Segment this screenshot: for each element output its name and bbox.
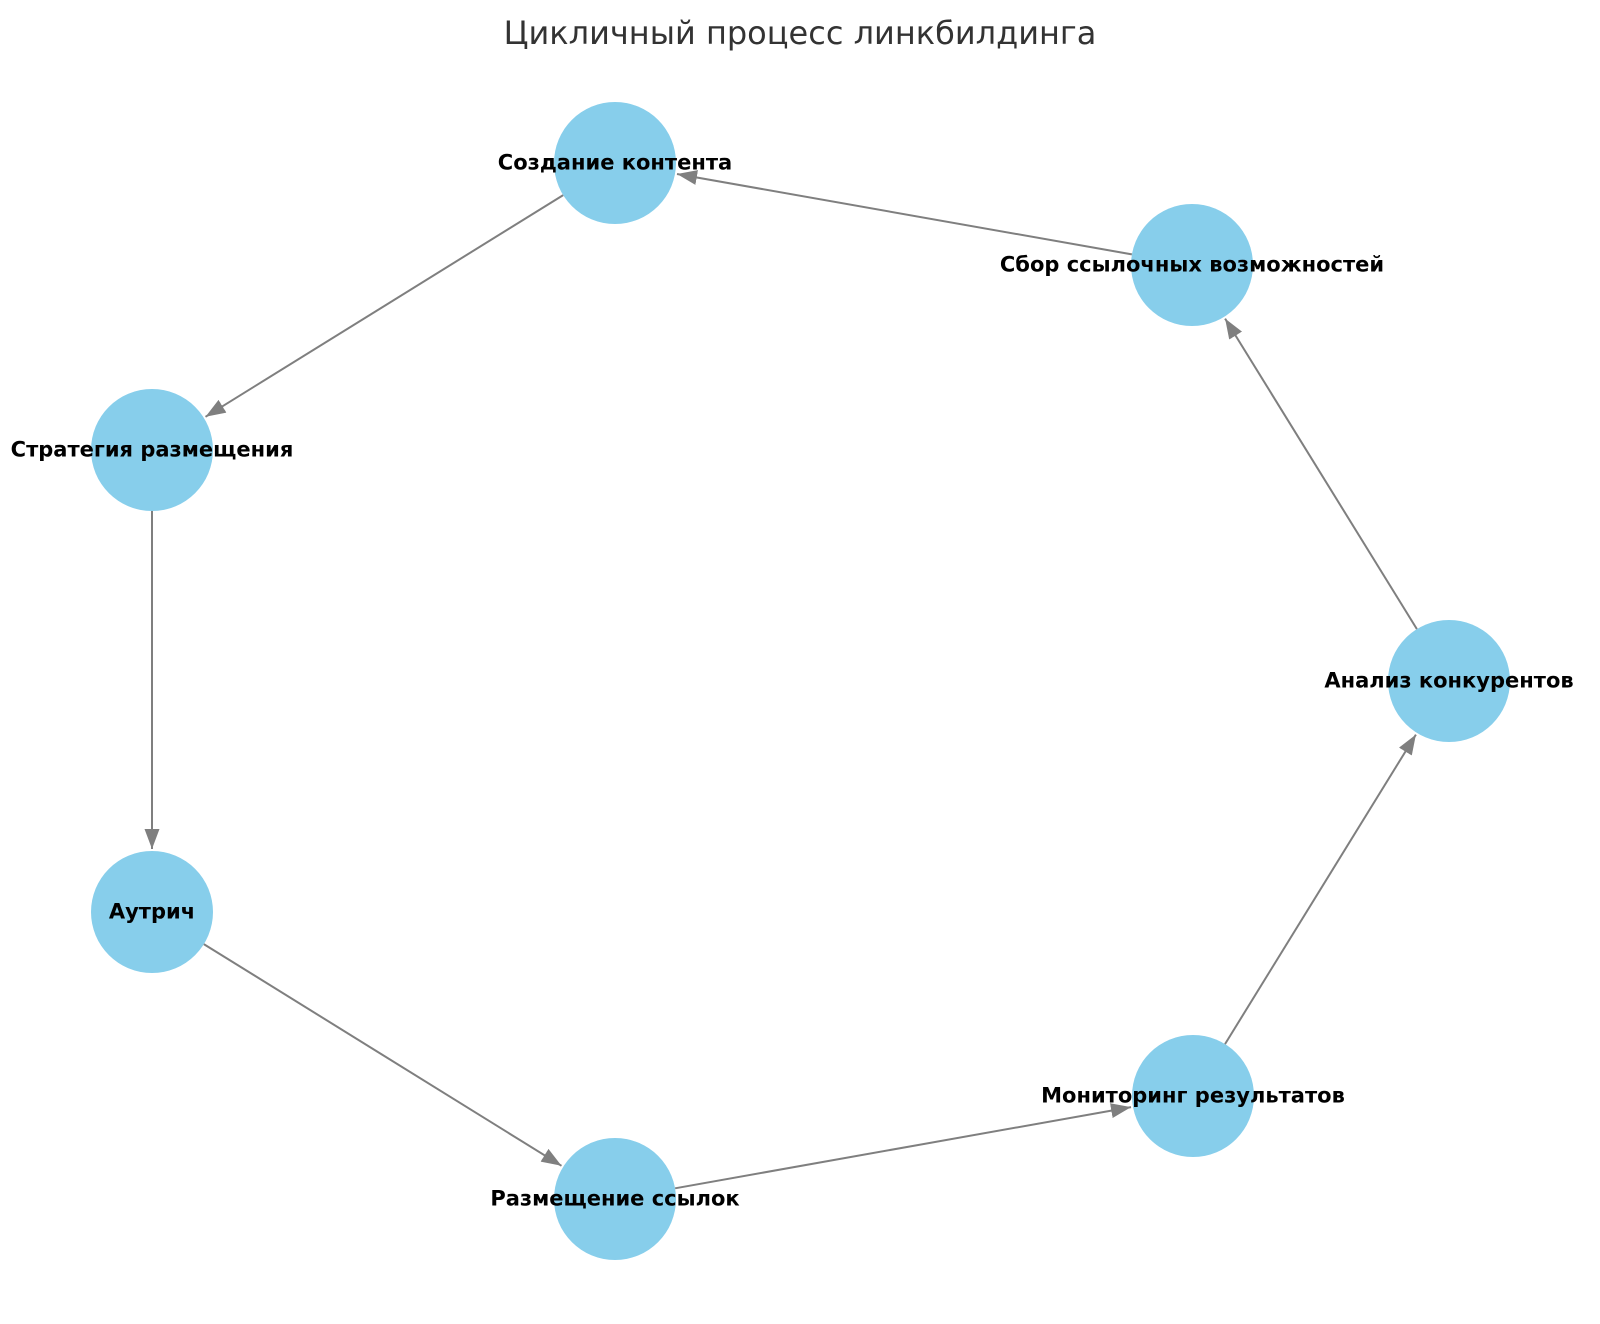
node-label-results-monitoring: Мониторинг результатов	[1041, 1083, 1345, 1108]
node-label-competitor-analysis: Анализ конкурентов	[1324, 668, 1574, 693]
edge-link-opportunities-to-content-creation	[676, 170, 1133, 256]
edge-link-placement-to-results-monitoring	[674, 1103, 1132, 1190]
node-placement-strategy	[91, 389, 213, 511]
node-results-monitoring	[1132, 1035, 1254, 1157]
node-label-link-placement: Размещение ссылок	[490, 1186, 740, 1211]
node-link-opportunities	[1131, 204, 1253, 326]
node-content-creation	[554, 102, 676, 224]
edge-competitor-analysis-to-link-opportunities	[1224, 318, 1418, 630]
edge-results-monitoring-to-competitor-analysis	[1224, 734, 1417, 1045]
node-link-placement	[554, 1138, 676, 1260]
edge-content-creation-to-placement-strategy	[204, 194, 564, 418]
diagram-title: Цикличный процесс линкбилдинга	[503, 14, 1097, 52]
node-label-outreach: Аутрич	[108, 899, 196, 924]
node-label-placement-strategy: Стратегия размещения	[10, 437, 294, 462]
node-outreach	[91, 851, 213, 973]
node-label-content-creation: Создание контента	[497, 150, 733, 175]
node-competitor-analysis	[1388, 620, 1510, 742]
node-label-link-opportunities: Сбор ссылочных возможностей	[999, 252, 1385, 277]
edge-outreach-to-link-placement	[203, 943, 563, 1167]
